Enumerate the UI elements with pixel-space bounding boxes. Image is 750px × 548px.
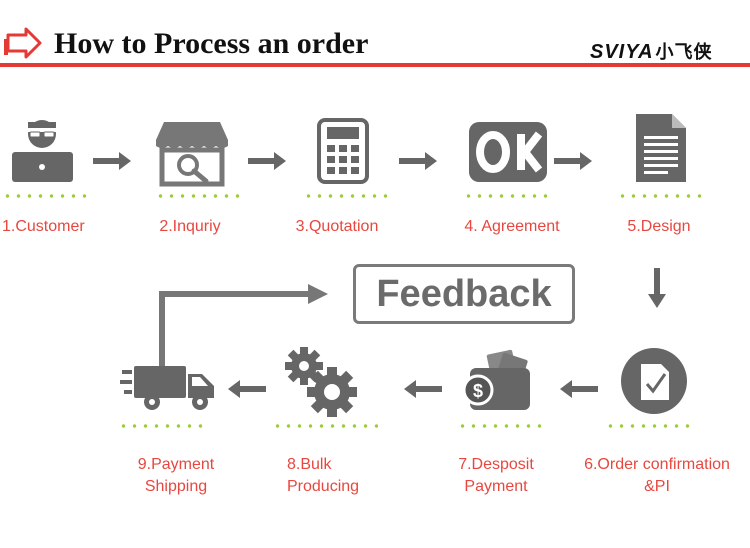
arrow-left-icon — [560, 380, 598, 398]
arrow-right-icon — [248, 152, 286, 170]
wallet-money-icon: $ — [462, 349, 530, 410]
calculator-icon — [317, 118, 369, 184]
feedback-box: Feedback — [353, 264, 575, 324]
dots-divider — [457, 424, 545, 428]
svg-text:$: $ — [473, 381, 483, 401]
arrow-right-icon — [399, 152, 437, 170]
label-line: Producing — [287, 478, 360, 495]
page-title: How to Process an order — [54, 27, 369, 60]
step-label-deposit-payment: 7.Desposit Payment — [446, 454, 546, 498]
dots-divider — [617, 194, 705, 198]
logo-cn: 小飞侠 — [655, 42, 713, 62]
arrow-left-icon — [228, 380, 266, 398]
feedback-connector-arrow — [159, 284, 328, 372]
label-line: Shipping — [144, 478, 208, 495]
arrow-right-icon — [554, 152, 592, 170]
step-label-customer: 1.Customer — [2, 218, 85, 235]
label-line: &PI — [644, 478, 670, 495]
dots-divider — [155, 194, 243, 198]
step-label-bulk-producing: 8.Bulk Producing — [287, 454, 387, 498]
label-line: 7.Desposit — [458, 456, 534, 473]
arrow-down-icon — [648, 268, 666, 308]
dots-divider — [303, 194, 391, 198]
step-label-payment-shipping: 9.Payment Shipping — [126, 454, 226, 498]
label-line: Payment — [464, 478, 528, 495]
arrow-outline-icon — [4, 27, 42, 59]
dots-divider — [463, 194, 551, 198]
arrow-left-icon — [404, 380, 442, 398]
header-rule — [0, 63, 750, 67]
gears-icon — [285, 347, 357, 417]
label-line: 9.Payment — [137, 456, 215, 473]
customer-laptop-icon — [12, 120, 73, 182]
label-line: 8.Bulk — [287, 456, 332, 473]
shop-search-icon — [156, 122, 228, 187]
ok-icon — [469, 122, 547, 182]
delivery-truck-icon — [120, 366, 214, 410]
document-icon — [636, 114, 686, 182]
step-label-inquiry: 2.Inquriy — [159, 218, 221, 235]
dots-divider — [118, 424, 206, 428]
logo-text: SVIYA — [590, 41, 654, 63]
step-label-agreement: 4. Agreement — [464, 218, 560, 235]
step-label-design: 5.Design — [627, 218, 691, 235]
label-line: 6.Order confirmation — [584, 456, 730, 473]
check-clipboard-icon — [621, 348, 687, 414]
dots-divider — [2, 194, 90, 198]
dots-divider — [605, 424, 693, 428]
step-label-order-confirmation: 6.Order confirmation &PI — [574, 454, 740, 498]
arrow-right-icon — [93, 152, 131, 170]
dots-divider — [272, 424, 378, 428]
step-label-quotation: 3.Quotation — [295, 218, 379, 235]
